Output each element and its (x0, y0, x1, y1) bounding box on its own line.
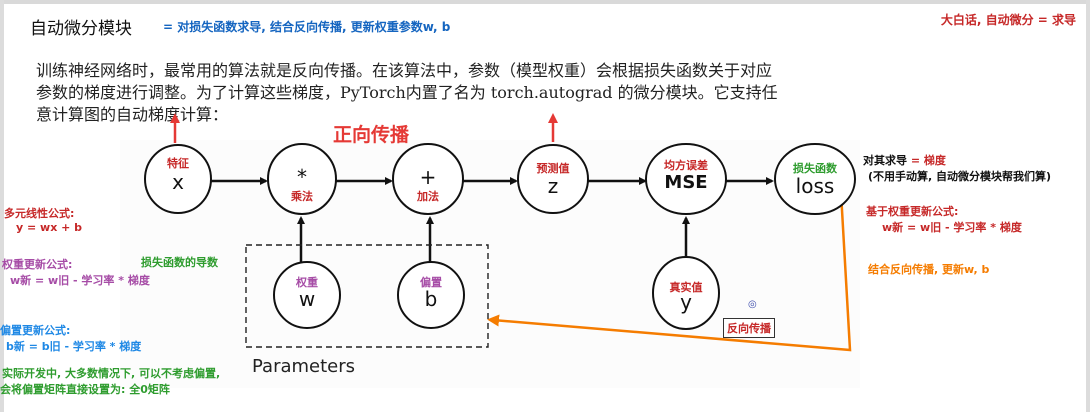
left-border (0, 0, 4, 412)
backprop-label: 反向传播 (723, 318, 775, 338)
paragraph-line-3: 意计算图的自动梯度计算： (36, 105, 229, 124)
node-add (392, 143, 464, 215)
node-w (273, 261, 341, 329)
backprop-line (487, 174, 852, 352)
linear-formula-title: 多元线性公式: (4, 207, 75, 220)
cursor-icon: ◎ (748, 299, 757, 310)
node-w-main: w (298, 287, 316, 311)
paragraph-line-1: 训练神经网络时，最常用的算法就是反向传播。在该算法中，参数（模型权重）会根据损失… (36, 61, 773, 80)
b-update-formula: b新 = b旧 - 学习率 * 梯度 (6, 340, 142, 353)
node-x-main: x (172, 170, 184, 194)
node-x-sub: 特征 (167, 157, 189, 170)
loss-derivative-note: 损失函数的导数 (141, 256, 218, 269)
right-border (1086, 0, 1090, 412)
practice-note-line2: 会将偏置矩阵直接设置为: 全0矩阵 (0, 383, 170, 396)
node-b-main: b (424, 287, 438, 311)
node-loss-sub: 损失函数 (793, 162, 837, 175)
node-z-main: z (547, 174, 559, 198)
node-loss-main: loss (795, 174, 835, 198)
linear-formula: y = wx + b (16, 221, 83, 234)
weight-update-title: 基于权重更新公式: (866, 205, 959, 218)
top-border (0, 0, 1090, 4)
derivative-note-prefix: 对其求导 (863, 154, 907, 167)
node-b-sub: 偏置 (420, 276, 442, 289)
title-note: = 对损失函数求导, 结合反向传播, 更新权重参数w, b (163, 20, 451, 34)
page-title: 自动微分模块 (30, 19, 132, 39)
node-mse (645, 143, 727, 215)
derivative-note-line1: 对其求导 = 梯度 (863, 152, 946, 168)
node-multiply (267, 143, 337, 215)
w-update-formula: w新 = w旧 - 学习率 * 梯度 (10, 274, 150, 287)
node-add-main: + (419, 165, 437, 189)
forward-propagation-title: 正向传播 (333, 124, 410, 146)
node-multiply-sub: 乘法 (291, 190, 313, 203)
parameters-box (245, 244, 489, 348)
node-mse-main: MSE (664, 172, 708, 193)
node-y-main: y (680, 290, 692, 314)
derivative-note-line2: (不用手动算, 自动微分模块帮我们算) (868, 170, 1052, 183)
node-mse-sub: 均方误差 (664, 159, 708, 172)
node-w-sub: 权重 (296, 276, 318, 289)
paragraph-line-2: 参数的梯度进行调整。为了计算这些梯度，PyTorch内置了名为 torch.au… (36, 83, 778, 102)
b-update-title: 偏置更新公式: (0, 324, 71, 337)
node-z (517, 144, 589, 214)
derivative-note-suffix: = 梯度 (910, 154, 946, 167)
top-right-note: 大白话, 自动微分 = 求导 (940, 13, 1076, 27)
parameters-label: Parameters (252, 356, 356, 377)
node-multiply-main: * (297, 165, 307, 189)
backprop-update-note: 结合反向传播, 更新w, b (868, 263, 990, 276)
node-loss (774, 143, 856, 215)
node-y (652, 256, 720, 330)
node-b (397, 261, 465, 329)
node-y-sub: 真实值 (669, 281, 703, 294)
practice-note-line1: 实际开发中, 大多数情况下, 可以不考虑偏置, (2, 367, 221, 380)
node-z-sub: 预测值 (536, 162, 570, 175)
weight-update-formula: w新 = w旧 - 学习率 * 梯度 (882, 221, 1022, 234)
node-x (144, 144, 212, 214)
node-add-sub: 加法 (417, 190, 439, 203)
w-update-title: 权重更新公式: (2, 258, 73, 271)
